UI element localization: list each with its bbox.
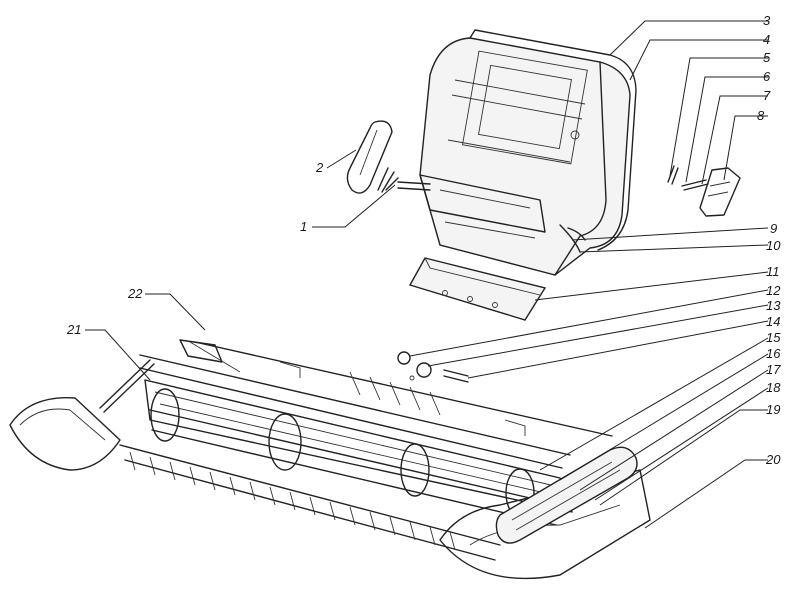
feeder-housing xyxy=(419,29,637,276)
callout-22: 22 xyxy=(127,286,143,301)
parts-5-8-hardware xyxy=(667,165,741,217)
callout-labels: 3 4 5 6 7 8 9 10 11 12 13 14 15 16 17 18… xyxy=(66,13,781,467)
part-11-plate xyxy=(408,257,547,321)
callout-3: 3 xyxy=(763,13,771,28)
callout-21: 21 xyxy=(66,322,81,337)
callout-8: 8 xyxy=(757,108,765,123)
callout-19: 19 xyxy=(766,402,780,417)
callout-9: 9 xyxy=(770,221,777,236)
header-frame xyxy=(9,339,651,580)
part-1-bracket xyxy=(377,167,431,193)
callout-1: 1 xyxy=(300,219,307,234)
callout-2: 2 xyxy=(315,160,324,175)
parts-12-15-fasteners xyxy=(397,351,469,383)
callout-13: 13 xyxy=(766,298,781,313)
callout-6: 6 xyxy=(763,69,771,84)
callout-18: 18 xyxy=(766,380,781,395)
callout-7: 7 xyxy=(763,88,771,103)
callout-12: 12 xyxy=(766,283,781,298)
callout-5: 5 xyxy=(763,50,771,65)
part-2-loop xyxy=(346,120,393,194)
callout-4: 4 xyxy=(763,32,770,47)
callout-20: 20 xyxy=(765,452,781,467)
callout-15: 15 xyxy=(766,330,781,345)
callout-10: 10 xyxy=(766,238,781,253)
callout-17: 17 xyxy=(766,362,781,377)
leader-lines xyxy=(85,20,769,529)
callout-11: 11 xyxy=(766,264,780,279)
callout-16: 16 xyxy=(766,346,781,361)
callout-14: 14 xyxy=(766,314,780,329)
